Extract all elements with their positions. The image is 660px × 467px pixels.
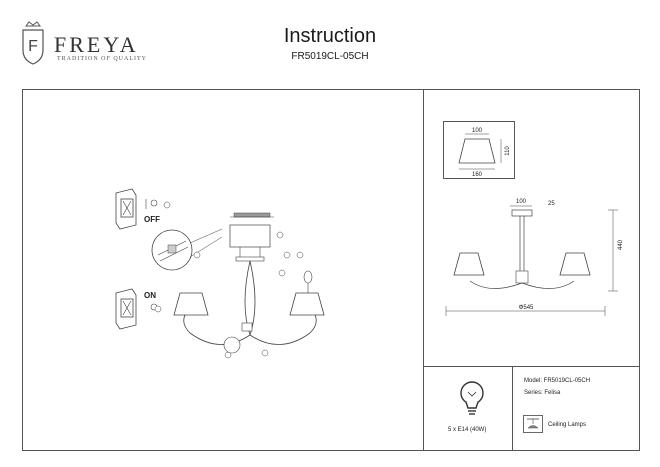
ceiling-hatch [233, 212, 271, 218]
installation-diagram: OFF ON [115, 188, 325, 359]
lamp-height-dim: 440 [618, 239, 624, 250]
spec-series: Series: Felisa [524, 390, 561, 396]
brand-tagline: TRADITION OF QUALITY [57, 56, 147, 62]
shade-height-dim: 110 [505, 146, 511, 156]
canopy [511, 209, 533, 217]
bulb-spec: 5 x E14 (40W) [448, 427, 487, 433]
shade-bottom-dim: 160 [472, 172, 483, 178]
shade-outline [458, 138, 496, 164]
spec-cell-divider [512, 366, 513, 451]
lamp-diameter-dim: Φ545 [519, 305, 534, 311]
logo-letter: F [28, 38, 38, 55]
switch-on-label: ON [144, 291, 156, 300]
document-title: Instruction [283, 25, 377, 47]
drawing-frame [22, 89, 640, 451]
candle-bulb-icon [303, 270, 313, 284]
canopy-width-dim: 100 [516, 199, 527, 205]
model-number: FR5019CL-05CH [291, 51, 369, 62]
left-shade-outline [453, 252, 485, 276]
frame-vertical-divider [423, 89, 424, 451]
left-shade [173, 292, 209, 316]
shade-dimension-box: 100 160 110 [443, 121, 515, 179]
wall-switch-off [115, 188, 158, 230]
spec-category: Ceiling Lamps [548, 422, 587, 428]
right-shade [289, 292, 325, 316]
frame-horizontal-divider [423, 366, 640, 367]
wall-switch-on [115, 288, 158, 330]
freya-crest-logo: F [22, 21, 44, 65]
lamp-dimension-drawing: 100 25 440 Φ545 [445, 199, 624, 316]
shade-top-dim: 100 [472, 128, 483, 134]
right-shade-outline [559, 252, 591, 276]
ceiling-lamp-icon [523, 415, 543, 433]
spec-model: Model: FR5019CL-05CH [524, 378, 591, 384]
mounting-plate [229, 224, 271, 248]
brand-name: FREYA [54, 32, 139, 57]
switch-off-label: OFF [144, 215, 160, 224]
title-block: Instruction FR5019CL-05CH [268, 25, 392, 62]
ring-detail-icon [223, 336, 241, 354]
bulb-icon [460, 381, 484, 415]
canopy-height-dim: 25 [548, 201, 555, 207]
